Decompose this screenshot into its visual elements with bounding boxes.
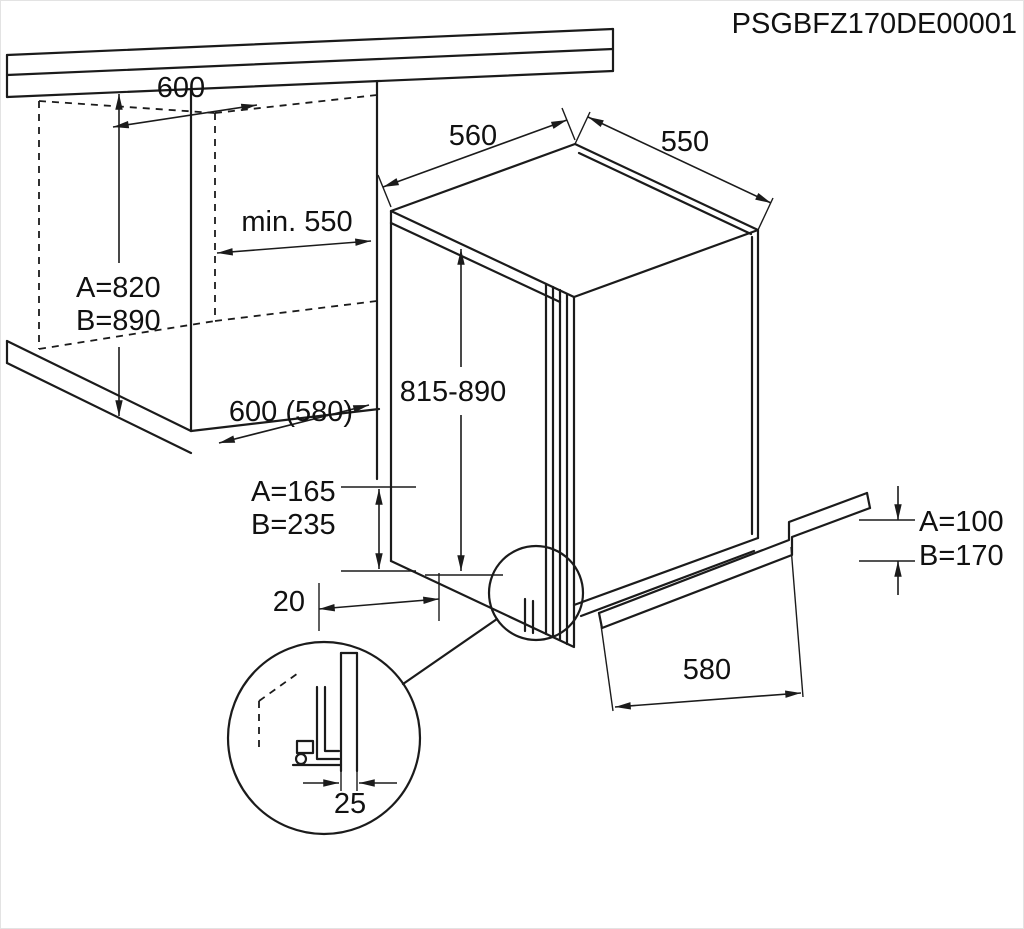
dim-niche-height-a-label: A=820 <box>76 272 161 304</box>
dim-plinth-height-b-label: B=170 <box>919 540 1004 572</box>
dim-appliance-width: 560 <box>377 107 576 208</box>
detail-callout-large: 25 <box>226 640 422 836</box>
dim-niche-floor-depth-label: 600 (580) <box>229 396 353 428</box>
dim-detail-gap-label: 25 <box>334 788 366 820</box>
dim-niche-floor-depth: 600 (580) <box>218 396 370 444</box>
dim-counter-depth: 600 <box>112 72 258 129</box>
dim-appliance-depth: 550 <box>574 111 774 231</box>
detail-callout-small <box>487 544 585 642</box>
dim-niche-height: A=820 B=890 <box>76 94 161 416</box>
dim-appliance-height: 815-890 <box>400 249 506 576</box>
dim-plinth-recess-b-label: B=235 <box>251 509 336 541</box>
left-cabinet <box>189 79 379 481</box>
dim-appliance-height-label: 815-890 <box>400 376 506 408</box>
dim-plinth-height: A=100 B=170 <box>859 486 1004 595</box>
hidden-niche-edges <box>38 94 378 350</box>
countertop <box>5 27 615 99</box>
dim-niche-min-depth: min. 550 <box>216 206 372 256</box>
dim-niche-min-depth-label: min. 550 <box>241 206 352 238</box>
dim-plinth-recess-a-label: A=165 <box>251 476 336 508</box>
dim-plinth-height-a-label: A=100 <box>919 506 1004 538</box>
dim-front-gap: 20 <box>273 573 440 631</box>
model-number: PSGBFZ170DE00001 <box>732 8 1017 40</box>
dim-plinth-recess: A=165 B=235 <box>251 476 416 572</box>
dim-plinth-length-label: 580 <box>683 654 731 686</box>
detail-connector-line <box>401 617 499 686</box>
door-gap-lines <box>544 282 576 648</box>
dim-counter-depth-label: 600 <box>157 72 205 104</box>
dim-appliance-depth-label: 550 <box>661 126 709 158</box>
dim-niche-height-b-label: B=890 <box>76 305 161 337</box>
plinth-panel <box>597 491 872 630</box>
dim-appliance-width-label: 560 <box>449 120 497 152</box>
dim-plinth-length: 580 <box>600 546 804 712</box>
dim-front-gap-label: 20 <box>273 586 305 618</box>
